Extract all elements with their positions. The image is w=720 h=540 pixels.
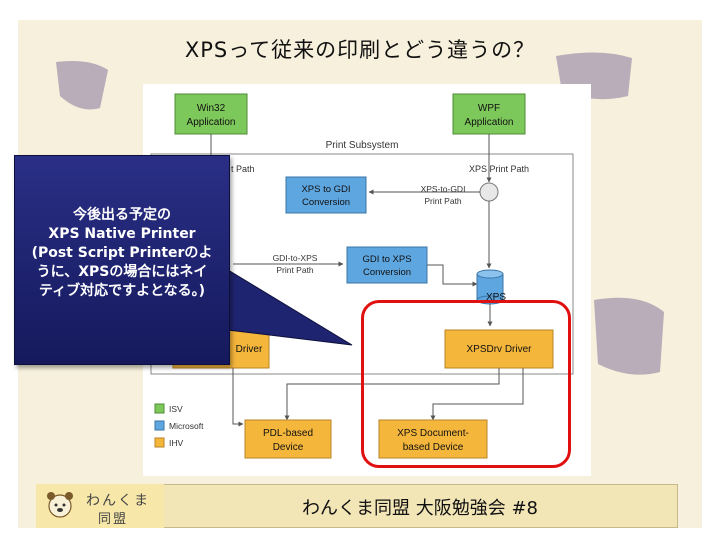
xpsdrv-driver-box (444, 329, 554, 369)
win32-application-box (174, 93, 248, 135)
driver-to-pdl-line (232, 368, 244, 427)
legend-swatch-ihv (154, 437, 165, 448)
gdi-to-xps-out-line (427, 264, 478, 287)
slide-title: XPSって従来の印刷とどう違うの？ (184, 38, 536, 62)
legend-microsoft: Microsoft (169, 421, 204, 431)
deco-shape-left (56, 61, 108, 110)
legend-isv: ISV (169, 404, 183, 414)
deco-shape-right-bottom (594, 297, 664, 375)
gdi-to-xps-line2: Conversion (363, 267, 411, 278)
wpf-line1: WPF (478, 103, 500, 114)
legend-swatch-isv (154, 403, 165, 414)
xps-to-gdi-path-line2: Print Path (424, 196, 462, 206)
legend-swatch-microsoft (154, 420, 165, 431)
callout-text: 今後出る予定の XPS Native Printer (Post Script … (31, 207, 213, 299)
highlight-xpsdrv-region (361, 300, 571, 468)
logo-text-line2: 同盟 (98, 512, 129, 527)
wpf-line2: Application (465, 117, 514, 128)
xps-spool-label: XPS (486, 292, 506, 303)
xps-device-line1: XPS Document- (397, 428, 469, 439)
xps-to-gdi-line2: Conversion (302, 197, 350, 208)
xpsdrv-to-pdl-line (284, 368, 500, 421)
xps-to-gdi-line1: XPS to GDI (301, 184, 350, 195)
gdi-to-xps-conversion-box (346, 246, 428, 284)
xpsdrv-to-xps-device-line (430, 368, 524, 421)
xps-document-device-box (378, 419, 488, 459)
callout-box (14, 155, 230, 365)
subsystem-label: Print Subsystem (326, 140, 399, 151)
pdl-device-line2: Device (273, 442, 304, 453)
pdl-device-box (244, 419, 332, 459)
footer-text: わんくま同盟 大阪勉強会 #8 (302, 498, 538, 519)
left-driver-label: Driver (236, 344, 263, 355)
xps-to-gdi-conversion-box (285, 176, 367, 214)
legend-ihv: IHV (169, 438, 184, 448)
xpsdrv-driver-label: XPSDrv Driver (466, 344, 532, 355)
gdi-print-path-label: t Path (231, 164, 255, 174)
gdi-to-xps-line1: GDI to XPS (362, 254, 411, 265)
gdi-to-xps-path-line2: Print Path (276, 265, 314, 275)
logo-text-line1: わんくま (86, 493, 150, 509)
gdi-to-xps-path-line1: GDI-to-XPS (273, 253, 318, 263)
xps-print-path-label: XPS Print Path (469, 164, 529, 174)
xps-to-gdi-path-line1: XPS-to-GDI (421, 184, 466, 194)
win32-line1: Win32 (197, 103, 226, 114)
xps-device-line2: based Device (403, 442, 464, 453)
architecture-diagram: Print Subsystem Win32 Application WPF Ap… (143, 84, 591, 476)
win32-line2: Application (187, 117, 236, 128)
pdl-device-line1: PDL-based (263, 428, 313, 439)
